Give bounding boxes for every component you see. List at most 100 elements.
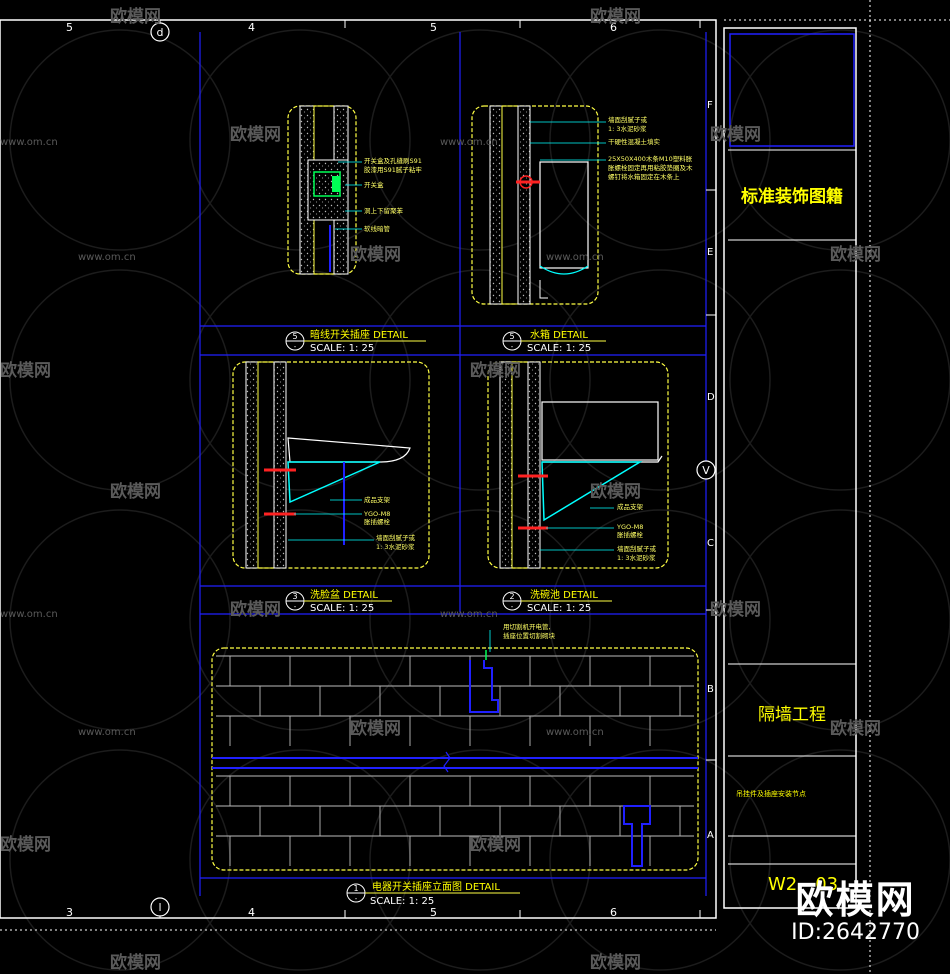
grid-row-label: D [707,392,715,403]
axis-bubble-top [150,22,170,42]
note-text: 成品支架 [364,495,391,504]
detail-tag-2: 5 - 水箱 DETAIL SCALE: 1: 25 [502,328,606,354]
watermark-brand: 欧模网 [830,718,881,739]
detail-title: 电器开关插座立面图 DETAIL [372,880,500,893]
watermark-logo: 欧模网 [795,877,916,922]
watermark-circle [9,29,231,251]
watermark-url: www.om.cn [0,609,58,620]
detail-title: 洗碗池 DETAIL [530,588,598,601]
sheet-number: W2 - 03 [768,874,838,895]
watermark-circle [9,269,231,491]
detail-elevation-drawing [211,647,699,871]
watermark-url: www.om.cn [0,137,58,148]
note-text: 干硬性混凝土填实 [608,137,661,146]
grid-top-label: 5 [430,21,437,34]
watermark-brand: 欧模网 [590,6,641,27]
grid-row-label: C [707,538,714,549]
watermark-brand: 欧模网 [710,599,761,620]
series-title: 标准装饰图籍 [741,186,843,207]
sheet-description: 吊挂件及插座安装节点 [736,789,806,798]
watermark-circle [189,749,411,971]
detail-scale: SCALE: 1: 25 [527,343,591,354]
watermark-circle [9,509,231,731]
watermark-brand: 欧模网 [0,360,51,381]
watermark-url: www.om.cn [546,252,604,263]
detail-title: 洗脸盆 DETAIL [310,588,378,601]
grid-top-label: 5 [66,21,73,34]
watermark-url: www.om.cn [546,727,604,738]
watermark-brand: 欧模网 [230,599,281,620]
detail-switch-socket-notes [335,161,362,230]
logo-box [729,33,855,147]
watermark-brand: 欧模网 [470,834,521,855]
detail-sub: - [511,603,514,611]
watermark-brand: 欧模网 [590,481,641,502]
note-text: 开关盒及孔缝刷S91 [364,156,422,165]
watermark-brand: 欧模网 [710,124,761,145]
grid-bottom-label: 5 [430,906,437,919]
watermark-circle [549,509,771,731]
detail-number: 2 [509,592,514,601]
note-text: 软线暗管 [364,224,391,233]
grid-labels: 5 4 5 6 3 4 5 6 F E D C B A d l V [66,20,716,919]
detail-tag-5: 1 - 电器开关插座立面图 DETAIL SCALE: 1: 25 [346,880,520,907]
axis-bubble-bottom [150,897,170,917]
grid-bottom-label: 6 [610,906,617,919]
watermark-brand: 欧模网 [110,952,161,973]
detail-number: 5 [292,332,297,341]
watermark-circle [729,749,950,971]
detail-title: 水箱 DETAIL [530,328,588,341]
note-text: 胶漆用S91腻子粘牢 [364,165,422,174]
watermark-circle [729,269,950,491]
watermark-url: www.om.cn [78,252,136,263]
grid-bottom-label: 3 [66,906,73,919]
watermark-circle [549,269,771,491]
watermark-circle [729,29,950,251]
detail-number: 1 [353,884,358,893]
axis-bubble-bottom-label: l [158,901,161,914]
watermark-url: www.om.cn [440,609,498,620]
watermark-circle [549,749,771,971]
grid-row-label: A [707,830,714,841]
note-text: 胀插螺栓 [617,530,644,539]
axis-bubble-side [696,460,716,480]
detail-scale: SCALE: 1: 25 [370,896,434,907]
watermark-url: www.om.cn [78,727,136,738]
watermark-circles [9,29,950,971]
note-text: YGO-M8 [363,510,390,518]
grid-top-label: 4 [248,21,255,34]
watermark-brand: 欧模网 [350,718,401,739]
note-text: 成品支架 [617,502,644,511]
watermark-brand: 欧模网 [350,244,401,265]
note-text: 1: 3水泥砂浆 [376,542,415,551]
grid-lines [199,32,707,896]
grid-top-label: 6 [610,21,617,34]
detail-tag-4: 2 - 洗碗池 DETAIL SCALE: 1: 25 [502,588,612,614]
watermark-circle [549,29,771,251]
detail-tag-3: 3 - 洗脸盆 DETAIL SCALE: 1: 25 [285,588,392,614]
watermark-brand: 欧模网 [0,834,51,855]
watermark-circle [369,269,591,491]
watermark-circle [369,29,591,251]
note-text: 1: 3水泥砂浆 [608,124,647,133]
watermark-layer: 欧模网欧模网欧模网欧模网欧模网欧模网欧模网欧模网欧模网欧模网欧模网欧模网欧模网欧… [0,6,881,973]
watermark-brand: 欧模网 [110,481,161,502]
watermark-circle [189,509,411,731]
detail-title: 暗线开关插座 DETAIL [310,328,408,341]
note-text: 用切割机开电管, [503,622,551,631]
detail-dish-sink-drawing [487,361,669,569]
note-text: 插座位置切割砌块 [503,631,556,640]
watermark-brand: 欧模网 [830,244,881,265]
watermark-circle [369,509,591,731]
note-text: 墙面刮腻子或 [608,115,648,124]
title-block: 标准装饰图籍 隔墙工程 吊挂件及插座安装节点 W2 - 03 [728,33,856,895]
detail-water-tank-drawing [471,105,599,305]
watermark-circle [729,509,950,731]
grid-bottom-label: 4 [248,906,255,919]
detail-sub: - [294,343,297,351]
watermark-circle [369,749,591,971]
note-text: 墙面刮腻子或 [617,544,657,553]
watermark-id: ID:2642770 [791,920,920,945]
